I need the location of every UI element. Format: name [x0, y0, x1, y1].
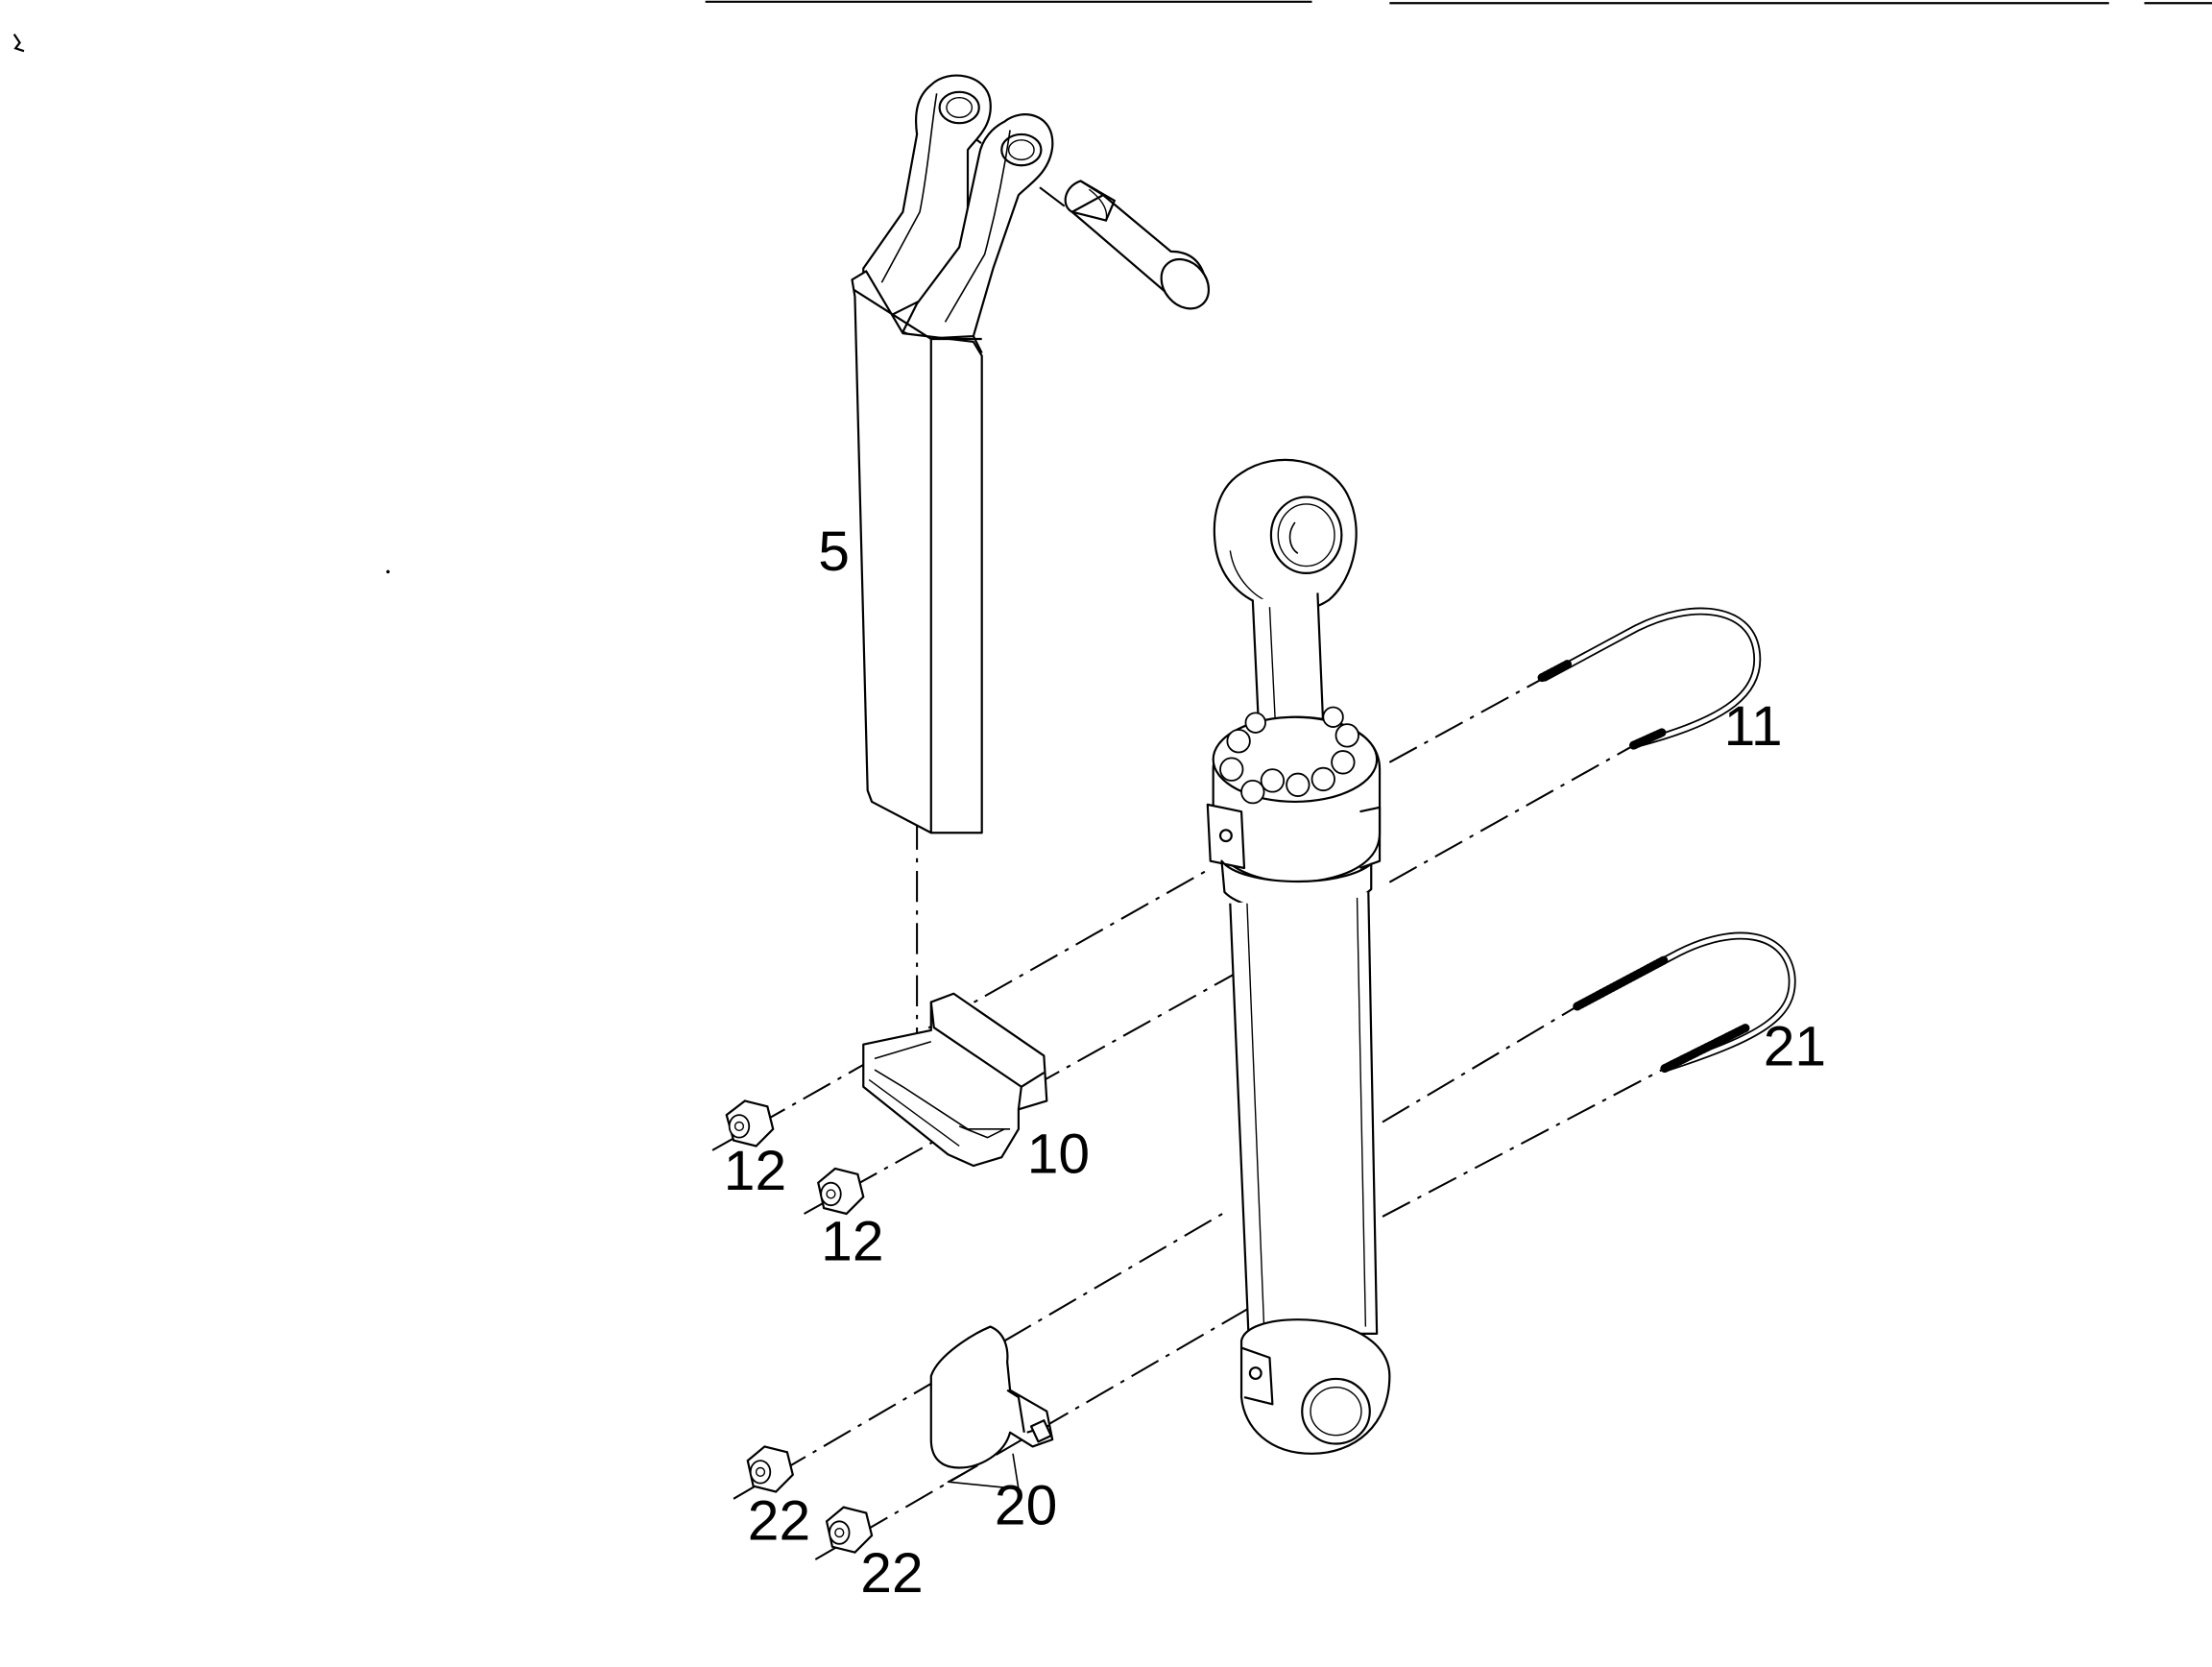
hydraulic-cylinder: [1208, 460, 1390, 1454]
callout-part-21: 21: [1764, 1016, 1826, 1078]
u-bolt-part-21: [1577, 936, 1792, 1069]
callout-part-11: 11: [1724, 695, 1783, 758]
nut-part-12-b: [818, 1169, 863, 1214]
pivot-pin: [1066, 181, 1218, 318]
callout-part-12-b: 12: [821, 1210, 883, 1272]
callout-part-10: 10: [1027, 1123, 1090, 1185]
clamp-bracket-part-10: [863, 994, 1046, 1166]
scan-mark: [12, 33, 25, 53]
callout-part-5: 5: [818, 520, 850, 583]
callout-part-12-a: 12: [724, 1140, 786, 1202]
nut-part-22-a: [748, 1446, 793, 1491]
top-border-lines: [705, 0, 2212, 5]
callout-part-22-a: 22: [748, 1489, 810, 1552]
nut-part-12-a: [727, 1100, 773, 1146]
nut-part-22-b: [827, 1508, 872, 1553]
callout-part-20: 20: [995, 1474, 1057, 1536]
u-bolt-part-11: [1542, 612, 1757, 746]
lever-arm-part-5: [853, 76, 1053, 834]
callout-part-22-b: 22: [860, 1542, 923, 1605]
bracket-part-20: [931, 1327, 1052, 1489]
scan-dot: [386, 569, 390, 574]
